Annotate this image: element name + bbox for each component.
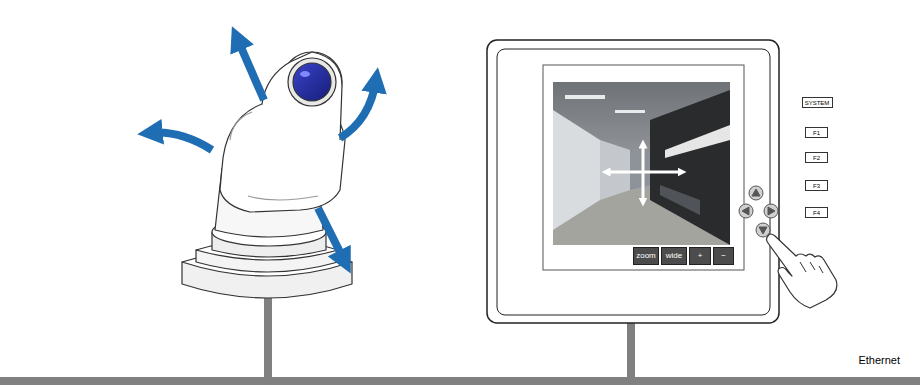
panel-drop: [627, 322, 635, 378]
function-key: SYSTEM: [802, 97, 833, 108]
key-label: F1: [813, 130, 820, 136]
screen-button: wide: [661, 247, 687, 265]
network-label: Ethernet: [858, 354, 900, 366]
pointing-hand: [767, 234, 837, 308]
screen-button: zoom: [633, 247, 659, 265]
ptz-camera: [182, 52, 352, 298]
button-label: +: [698, 252, 703, 260]
direction-pad: [739, 186, 778, 237]
panel-housing: [487, 40, 779, 323]
screen-button: +: [689, 247, 711, 265]
function-key: F2: [805, 152, 828, 163]
function-key: F4: [805, 207, 828, 218]
panel-bezel: [497, 49, 770, 315]
movement-arrows: [150, 38, 376, 262]
button-label: wide: [666, 252, 682, 260]
key-label: SYSTEM: [805, 100, 830, 106]
camera-image: [553, 82, 730, 245]
button-label: zoom: [636, 252, 656, 260]
function-key: F3: [805, 180, 828, 191]
key-label: F2: [813, 155, 820, 161]
key-label: F4: [813, 210, 820, 216]
function-key: F1: [805, 127, 828, 138]
network-bus: [0, 377, 920, 385]
camera-drop: [264, 296, 272, 378]
hand-detail: [800, 262, 823, 273]
screen-button: −: [713, 247, 734, 265]
button-label: −: [721, 252, 726, 260]
key-label: F3: [813, 183, 820, 189]
screen: [543, 65, 744, 270]
